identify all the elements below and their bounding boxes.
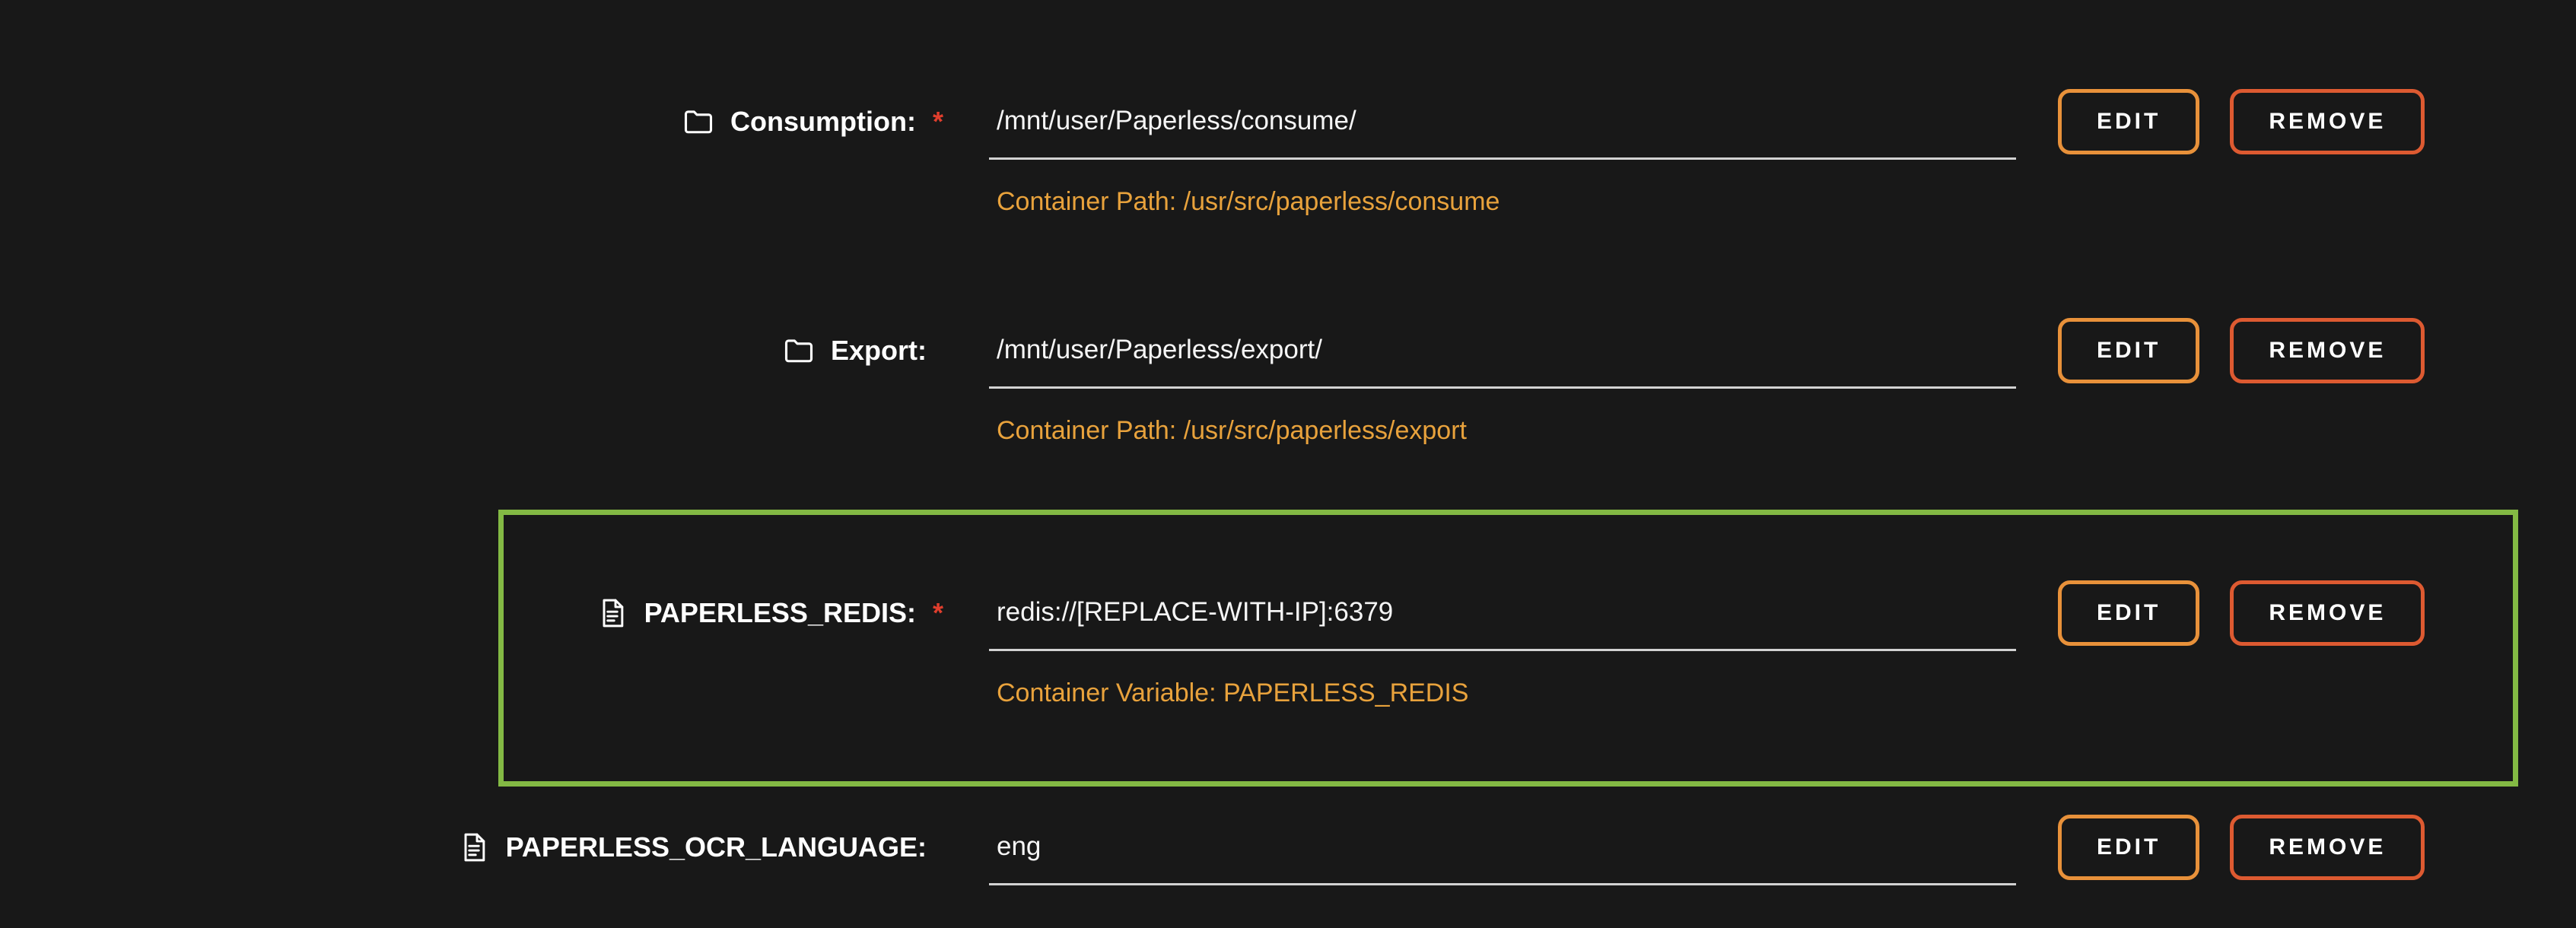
field-label: Export: — [831, 335, 927, 366]
field-description: Container Variable: PAPERLESS_REDIS — [997, 679, 1469, 707]
row-actions: EDIT REMOVE — [2058, 313, 2425, 389]
edit-button[interactable]: EDIT — [2058, 89, 2200, 154]
field-cell: /mnt/user/Paperless/export/ Container Pa… — [989, 313, 2016, 446]
edit-button[interactable]: EDIT — [2058, 815, 2200, 880]
row-actions: EDIT REMOVE — [2058, 84, 2425, 160]
folder-icon — [682, 105, 715, 138]
config-row-consumption: Consumption: * /mnt/user/Paperless/consu… — [0, 84, 2576, 217]
folder-icon — [782, 334, 816, 367]
file-icon — [596, 596, 629, 630]
required-marker: * — [932, 106, 943, 137]
field-cell: /mnt/user/Paperless/consume/ Container P… — [989, 84, 2016, 217]
field-cell: redis://[REPLACE-WITH-IP]:6379 Container… — [989, 575, 2016, 708]
field-cell: eng — [989, 809, 2016, 885]
field-label: PAPERLESS_OCR_LANGUAGE: — [505, 831, 927, 863]
edit-button[interactable]: EDIT — [2058, 580, 2200, 646]
label-cell: PAPERLESS_OCR_LANGUAGE: — [0, 809, 943, 885]
label-cell: Export: — [0, 313, 943, 389]
required-marker: * — [932, 597, 943, 628]
remove-button[interactable]: REMOVE — [2230, 89, 2425, 154]
label-cell: PAPERLESS_REDIS: * — [0, 575, 943, 651]
field-label: PAPERLESS_REDIS: — [644, 597, 916, 628]
field-description: Container Path: /usr/src/paperless/expor… — [997, 416, 1467, 445]
field-value[interactable]: eng — [989, 809, 2016, 885]
field-label: Consumption: — [730, 106, 916, 137]
field-value[interactable]: /mnt/user/Paperless/export/ — [989, 313, 2016, 389]
edit-button[interactable]: EDIT — [2058, 318, 2200, 383]
highlighted-row-wrapper: PAPERLESS_REDIS: * redis://[REPLACE-WITH… — [0, 510, 2576, 787]
remove-button[interactable]: REMOVE — [2230, 318, 2425, 383]
field-value[interactable]: redis://[REPLACE-WITH-IP]:6379 — [989, 575, 2016, 651]
config-row-export: Export: /mnt/user/Paperless/export/ Cont… — [0, 313, 2576, 446]
row-actions: EDIT REMOVE — [2058, 809, 2425, 885]
row-actions: EDIT REMOVE — [2058, 575, 2425, 651]
label-cell: Consumption: * — [0, 84, 943, 160]
field-description: Container Path: /usr/src/paperless/consu… — [997, 187, 1500, 216]
config-row-paperless-redis: PAPERLESS_REDIS: * redis://[REPLACE-WITH… — [0, 575, 2576, 708]
field-value[interactable]: /mnt/user/Paperless/consume/ — [989, 84, 2016, 160]
remove-button[interactable]: REMOVE — [2230, 580, 2425, 646]
config-row-paperless-ocr-language: PAPERLESS_OCR_LANGUAGE: eng EDIT REMOVE — [0, 809, 2576, 885]
settings-list: Consumption: * /mnt/user/Paperless/consu… — [0, 84, 2576, 885]
remove-button[interactable]: REMOVE — [2230, 815, 2425, 880]
file-icon — [457, 831, 491, 864]
